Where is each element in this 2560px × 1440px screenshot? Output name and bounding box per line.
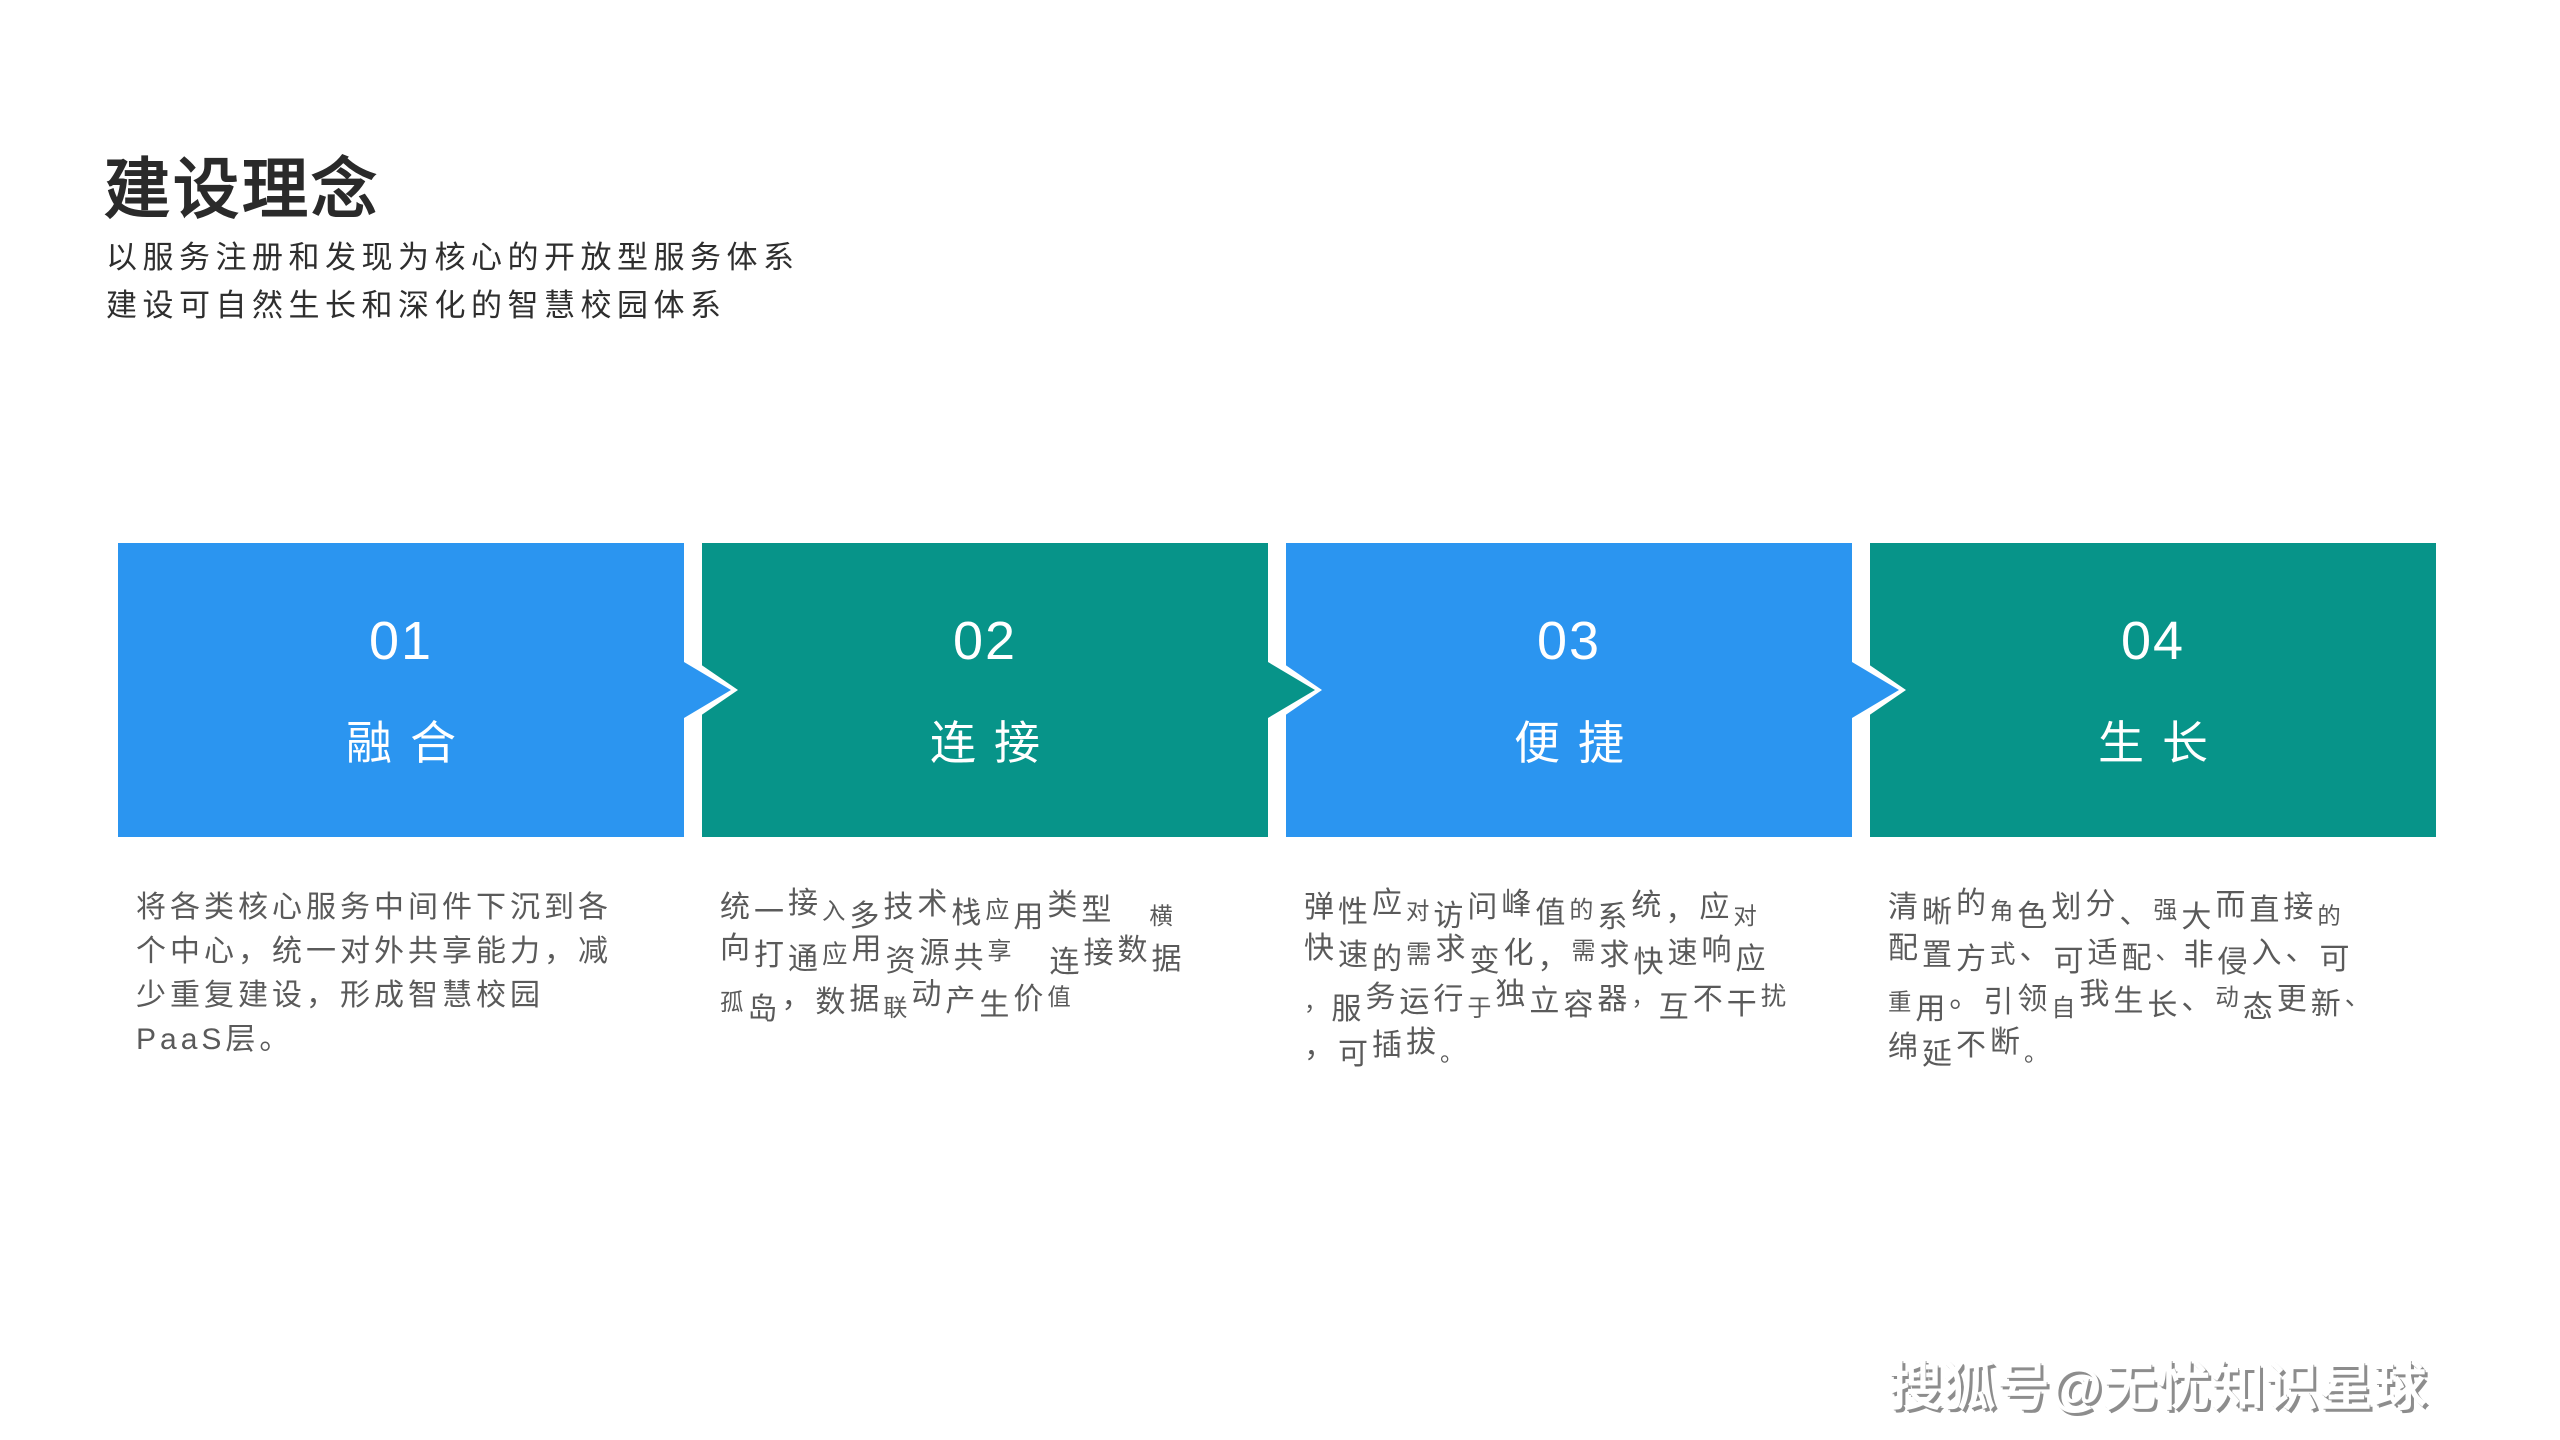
- step-label-04: 生长: [2098, 717, 2226, 769]
- process-steps: 01 融合 02 连接 03 便捷 04 生长: [118, 543, 2438, 837]
- step-box-01: 01 融合: [118, 543, 738, 837]
- step-label-02: 连接: [930, 717, 1058, 769]
- step-number-02: 02: [952, 611, 1018, 671]
- step-number-04: 04: [2120, 611, 2186, 671]
- subtitle-line-1: 以服务注册和发现为核心的开放型服务体系: [106, 240, 800, 275]
- page-subtitle: 以服务注册和发现为核心的开放型服务体系 建设可自然生长和深化的智慧校园体系: [106, 234, 800, 330]
- step-descriptions: 将各类核心服务中间件下沉到各个中心，统一对外共享能力，减少重复建设，形成智慧校园…: [118, 886, 2438, 1071]
- subtitle-line-2: 建设可自然生长和深化的智慧校园体系: [106, 288, 727, 323]
- step-box-03: 03 便捷: [1286, 543, 1906, 837]
- page-title: 建设理念: [104, 152, 380, 226]
- step-label-01: 融合: [346, 717, 474, 769]
- watermark: 搜狐号@无忧知识星球: [1889, 1359, 2428, 1417]
- step-label-03: 便捷: [1514, 717, 1642, 769]
- step-description-03: 弹性应对访问峰值的系统，应对快速的需求变化，需求快速响应，服务运行于独立容器，互…: [1304, 887, 1787, 1071]
- step-number-03: 03: [1536, 611, 1602, 671]
- step-description-01: 将各类核心服务中间件下沉到各个中心，统一对外共享能力，减少重复建设，形成智慧校园…: [136, 891, 612, 1056]
- step-box-04: 04 生长: [1870, 543, 2436, 837]
- step-number-01: 01: [368, 611, 434, 671]
- step-description-02: 统一接入多技术栈应用类型 横向打通应用资源共享 连接数据孤岛，数据联动产生价值: [720, 887, 1182, 1026]
- step-description-04: 清晰的角色划分、强大而直接的配置方式、可适配、非侵入、可重用。引领自我生长、动态…: [1888, 887, 2371, 1071]
- step-box-02: 02 连接: [702, 543, 1322, 837]
